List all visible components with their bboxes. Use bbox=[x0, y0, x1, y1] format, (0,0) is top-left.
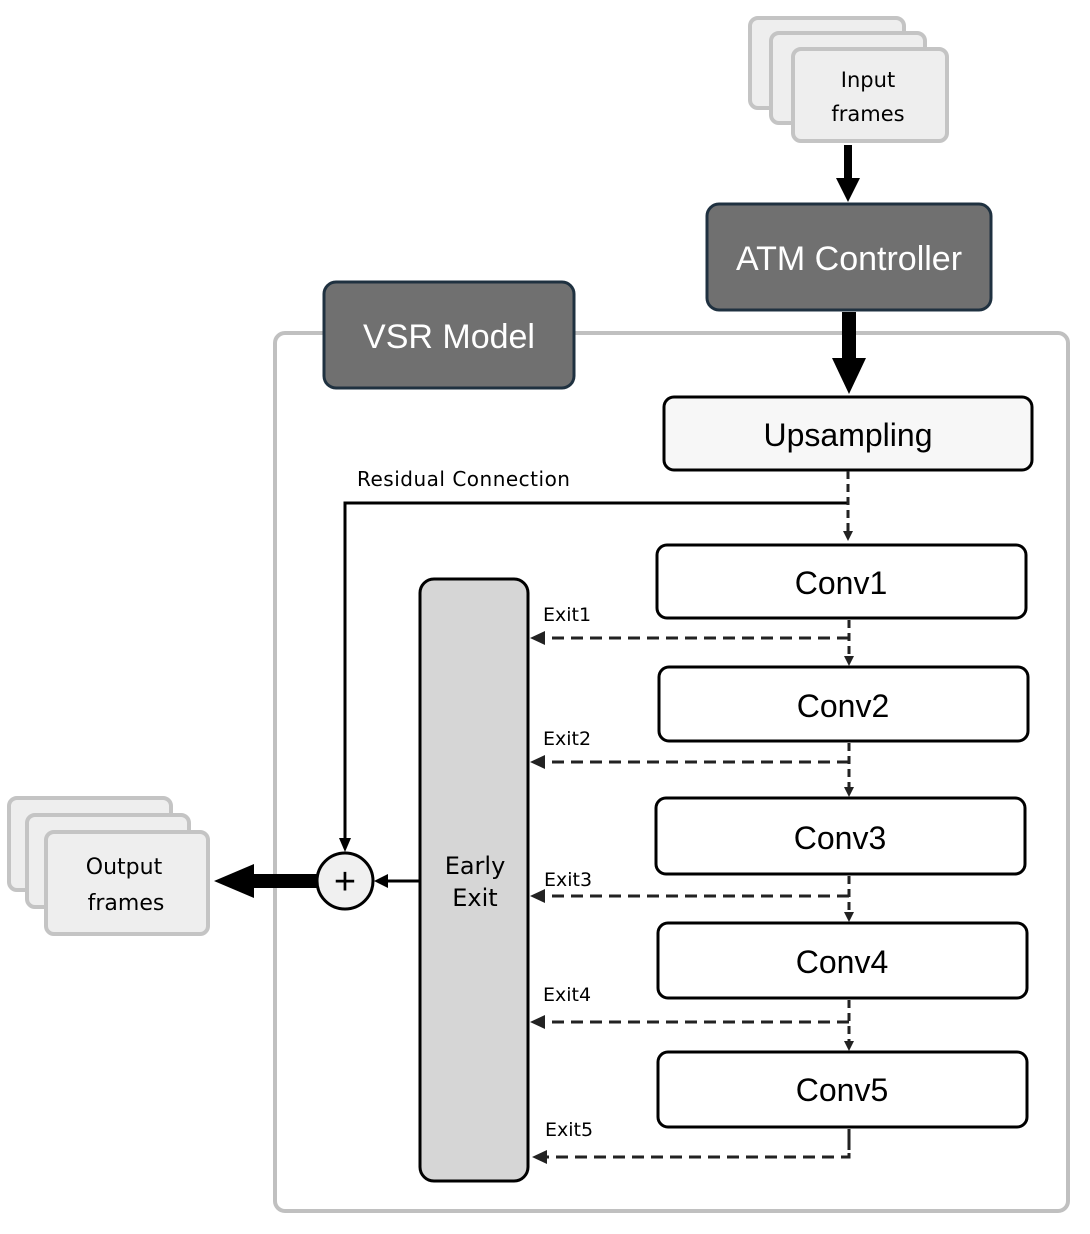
exit-arrows bbox=[544, 636, 851, 1159]
conv4-box: Conv4 bbox=[656, 921, 1029, 1000]
early-exit-line2: Exit bbox=[452, 884, 497, 912]
conv2-box: Conv2 bbox=[657, 665, 1030, 743]
conv3-label: Conv3 bbox=[794, 820, 887, 856]
conv5-label: Conv5 bbox=[796, 1072, 889, 1108]
input-frames-line1: Input bbox=[841, 68, 895, 92]
conv1-box: Conv1 bbox=[655, 543, 1028, 620]
atm-controller-box: ATM Controller bbox=[705, 202, 993, 312]
conv1-label: Conv1 bbox=[795, 565, 888, 601]
exit5-label: Exit5 bbox=[545, 1119, 593, 1141]
exit3-label: Exit3 bbox=[544, 869, 592, 891]
conv3-box: Conv3 bbox=[654, 796, 1027, 876]
early-exit-box: Early Exit bbox=[418, 577, 530, 1183]
vsr-model-label: VSR Model bbox=[363, 318, 535, 356]
output-frames-line1: Output bbox=[86, 855, 163, 880]
dashed-spine-heads bbox=[844, 656, 854, 1051]
residual-connection-label: Residual Connection bbox=[357, 467, 570, 491]
early-exit-line1: Early bbox=[445, 852, 506, 880]
exit1-label: Exit1 bbox=[543, 604, 591, 626]
atm-controller-label: ATM Controller bbox=[736, 240, 962, 278]
vsr-model-container bbox=[273, 331, 1070, 1213]
exit-arrow-heads bbox=[530, 631, 547, 1164]
conv4-label: Conv4 bbox=[796, 944, 889, 980]
conv2-label: Conv2 bbox=[797, 688, 890, 724]
residual-connection-line bbox=[343, 501, 848, 843]
input-frames-line2: frames bbox=[831, 102, 904, 126]
arrow-controller-to-upsampling-head bbox=[832, 358, 866, 394]
upsampling-label: Upsampling bbox=[764, 417, 933, 453]
arrow-early-exit-to-sum-head bbox=[374, 874, 388, 888]
sum-node: + bbox=[315, 851, 375, 911]
conv5-box: Conv5 bbox=[656, 1050, 1029, 1129]
output-frames-line2: frames bbox=[88, 891, 165, 916]
exit2-label: Exit2 bbox=[543, 728, 591, 750]
vsr-model-box: VSR Model bbox=[322, 280, 576, 390]
dashed-upsampling-to-conv1-head bbox=[843, 531, 853, 541]
exit4-label: Exit4 bbox=[543, 984, 591, 1006]
output-frames-stack: Output frames bbox=[7, 796, 210, 936]
plus-icon: + bbox=[334, 861, 356, 903]
residual-arrow-head bbox=[339, 838, 351, 852]
arrow-sum-to-output-head bbox=[214, 864, 254, 898]
input-frames-stack: Input frames bbox=[748, 16, 949, 143]
arrow-input-to-controller-head bbox=[836, 178, 860, 202]
upsampling-box: Upsampling bbox=[662, 395, 1034, 472]
